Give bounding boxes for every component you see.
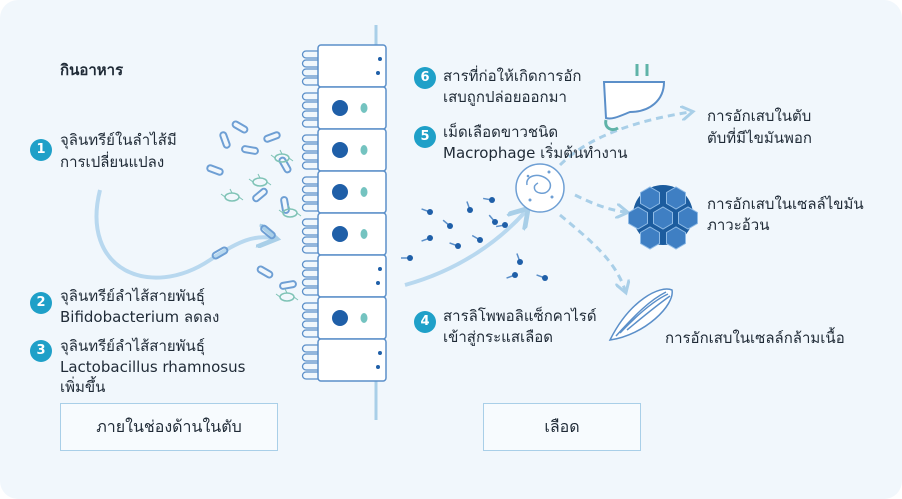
lps-molecules [401,197,548,281]
nucleus [332,226,348,242]
arrow-to-liver [558,112,690,167]
liver-outcome-line-1: การอักเสบในตับ [707,107,812,125]
step-3-badge: 3 [30,340,52,362]
nucleus [332,310,348,326]
epithelial-cell [317,254,387,298]
bacterium-rod [231,120,249,134]
lps-molecule [455,243,461,249]
lps-molecule [427,209,433,215]
bacterium-rod [280,196,290,214]
bacterium-rod [211,246,229,260]
nucleus [332,184,348,200]
lps-molecule [477,237,483,243]
arrow-to-muscle [559,213,625,290]
bacterium-flagellated [224,192,240,202]
step-4-line-1: สารลิโพพอลิแซ็กคาไรด์ [443,307,597,325]
blood-panel-label: เลือด [483,403,641,451]
nucleus [332,142,348,158]
lps-molecule [427,235,433,241]
food-label: กินอาหาร [60,61,124,79]
bacterium-rod [241,145,259,155]
bacterium-rod [256,265,274,279]
epithelial-cell [317,212,387,256]
lps-molecule [517,259,523,265]
epithelial-cell [317,128,387,172]
epithelial-cell [317,338,387,382]
bacterium-rod [219,131,231,149]
muscle-outcome-line-1: การอักเสบในเซลล์กล้ามเนื้อ [665,329,845,347]
fat-outcome-line-1: การอักเสบในเซลล์ไขมัน [707,195,864,213]
blood-arrow [404,212,525,287]
fat-outcome-line-2: ภาวะอ้วน [707,216,770,234]
adipocyte [640,186,660,210]
step-2-line-2: Bifidobacterium ลดลง [60,308,220,326]
adipocyte [678,206,698,230]
lps-molecule [407,255,413,261]
epithelial-cell [317,44,387,88]
bacterium-rod [252,187,268,203]
gut-panel-label: ภายในช่องด้านในตับ [60,403,278,451]
lps-molecule [492,219,498,225]
macrophage-icon [515,163,565,213]
intestinal-wall [301,44,387,382]
adipocyte [628,206,648,230]
bacterium-rod [279,280,297,290]
step-1-line-2: การเปลี่ยนแปลง [60,153,165,171]
adipocyte [653,206,673,230]
bacterium-rod [206,164,224,176]
bacterium-rod [278,156,292,174]
lps-molecule [489,197,495,203]
bacterium-flagellated [279,292,295,302]
liver-outcome-line-2: ตับที่มีไขมันพอก [707,129,812,147]
nucleus [332,100,348,116]
gut-arrow [94,189,272,280]
step-4-badge: 4 [414,311,436,333]
step-5-badge: 5 [414,126,436,148]
epithelial-cell [317,86,387,130]
step-4-line-2: เข้าสู่กระแสเลือด [443,328,554,346]
step-3-line-2: Lactobacillus rhamnosus [60,358,246,376]
bacteria-icon [206,120,302,302]
step-6-line-1: สารที่ก่อให้เกิดการอัก [443,67,582,85]
fat-cell-icon [628,185,698,250]
arrow-to-fat [574,193,625,212]
step-3-line-1: จุลินทรีย์ลำไส้สายพันธุ์ [60,337,205,355]
step-1-line-1: จุลินทรีย์ในลำไส้มี [60,131,177,149]
lps-molecule [502,222,508,228]
step-6-badge: 6 [414,67,436,89]
step-3-line-3: เพิ่มขึ้น [60,378,106,396]
bacterium-flagellated [252,177,268,187]
adipocyte [640,226,660,250]
step-5-line-2: Macrophage เริ่มต้นทำงาน [443,144,628,162]
epithelial-cell [317,170,387,214]
muscle-icon [608,288,673,341]
epithelial-cell [317,296,387,340]
step-2-badge: 2 [30,292,52,314]
step-5-line-1: เม็ดเลือดขาวชนิด [443,123,559,141]
lps-molecule [447,223,453,229]
liver-icon [602,64,666,132]
step-1-badge: 1 [30,139,52,161]
adipocyte [666,186,686,210]
bacterium-rod [263,131,281,143]
adipocyte [666,226,686,250]
step-6-line-2: เสบถูกปล่อยออกมา [443,88,567,106]
lps-molecule [512,272,518,278]
lps-molecule [542,275,548,281]
step-2-line-1: จุลินทรีย์ลำไส้สายพันธุ์ [60,287,205,305]
bacterium-rod [260,224,276,240]
lps-molecule [467,207,473,213]
